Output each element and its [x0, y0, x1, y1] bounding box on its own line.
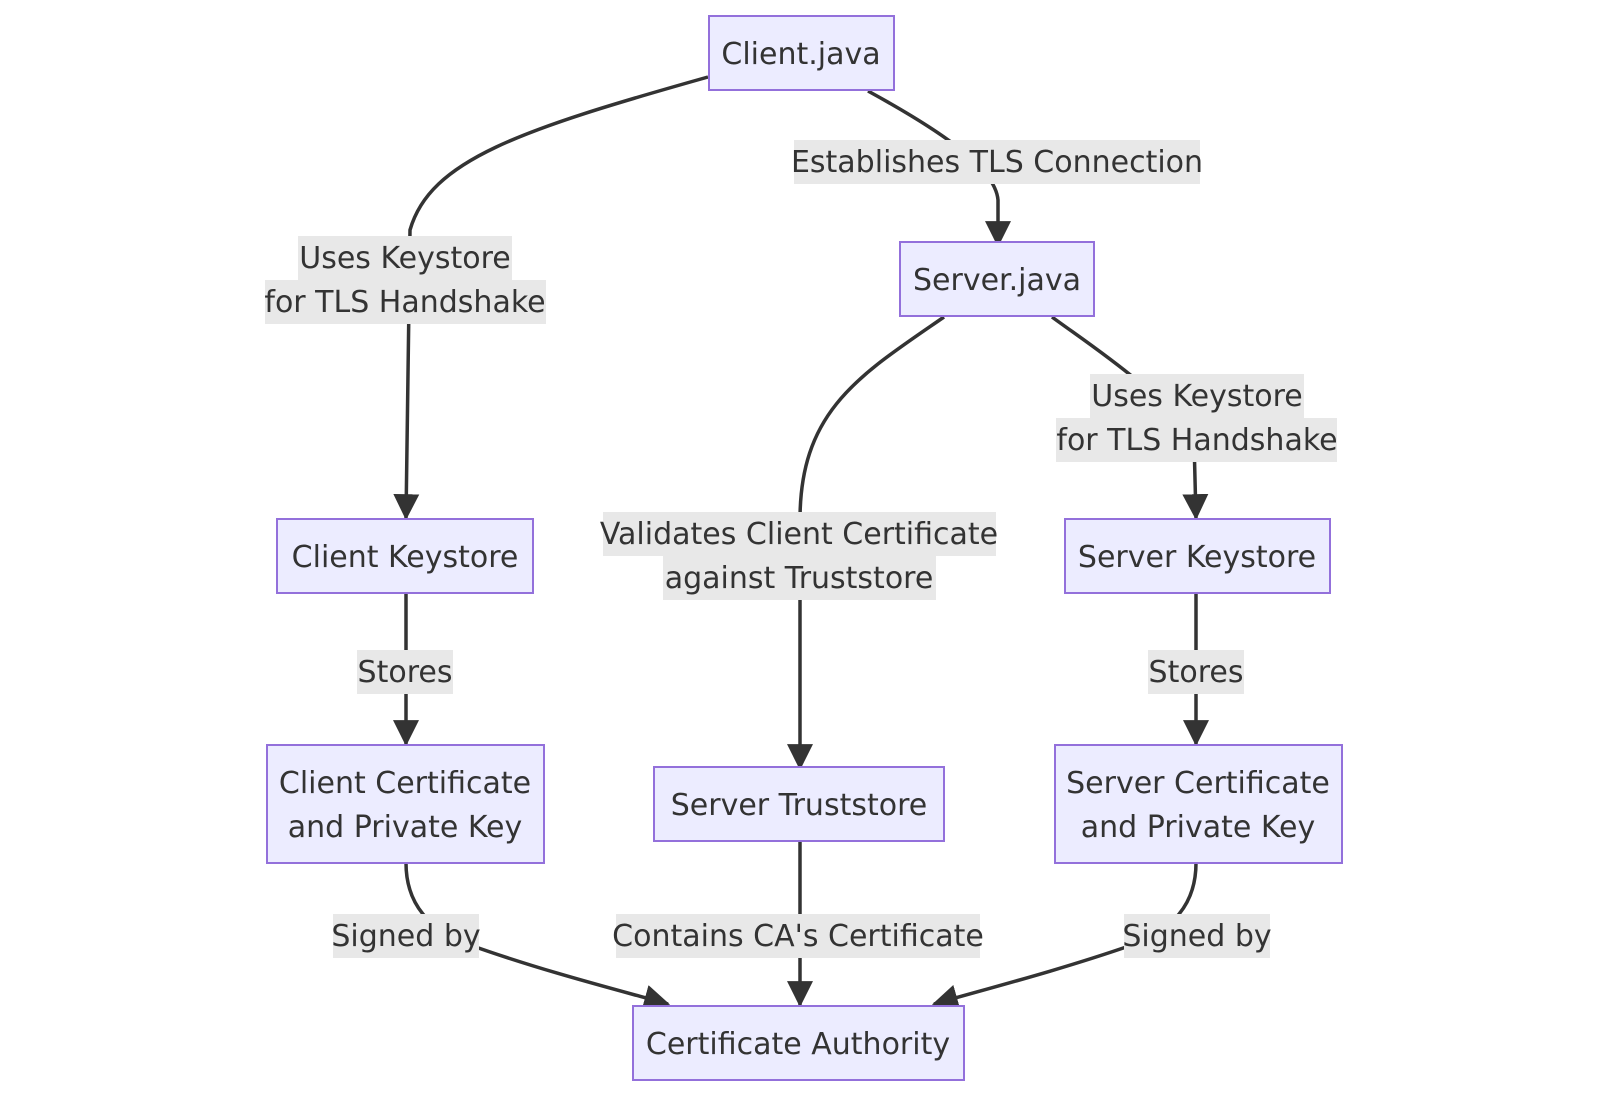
- label-client-signed-by: Signed by: [331, 914, 481, 958]
- label-server-uses-keystore: Uses Keystore for TLS Handshake: [1056, 374, 1338, 462]
- label-server-stores: Stores: [1148, 650, 1244, 694]
- svg-text:Client Certificate: Client Certificate: [279, 766, 531, 801]
- svg-text:Validates Client Certificate: Validates Client Certificate: [600, 517, 998, 552]
- label-client-uses-keystore: Uses Keystore for TLS Handshake: [264, 236, 546, 324]
- svg-text:against Truststore: against Truststore: [665, 561, 934, 596]
- label-server-signed-by: Signed by: [1122, 914, 1272, 958]
- node-client-java: Client.java: [708, 15, 895, 91]
- svg-text:Client Keystore: Client Keystore: [292, 540, 519, 575]
- node-server-keystore: Server Keystore: [1064, 518, 1331, 594]
- edge-server-cert-signed: [931, 862, 1198, 1010]
- node-server-truststore: Server Truststore: [653, 766, 945, 842]
- svg-text:and Private Key: and Private Key: [1081, 810, 1316, 845]
- svg-text:Uses Keystore: Uses Keystore: [1091, 379, 1302, 414]
- svg-text:for TLS Handshake: for TLS Handshake: [1056, 423, 1337, 458]
- svg-text:Server Truststore: Server Truststore: [671, 788, 927, 823]
- svg-text:Uses Keystore: Uses Keystore: [299, 241, 510, 276]
- svg-text:for TLS Handshake: for TLS Handshake: [264, 285, 545, 320]
- label-establishes-tls: Establishes TLS Connection: [791, 140, 1203, 184]
- svg-text:Contains CA's Certificate: Contains CA's Certificate: [612, 919, 984, 954]
- svg-text:Stores: Stores: [1149, 655, 1244, 690]
- svg-text:Signed by: Signed by: [1122, 919, 1271, 954]
- node-certificate-authority: Certificate Authority: [632, 1005, 965, 1081]
- edge-client-cert-signed: [404, 862, 671, 1011]
- svg-text:Certificate Authority: Certificate Authority: [646, 1027, 950, 1062]
- edge-client-to-keystore: [393, 75, 709, 521]
- label-client-stores: Stores: [357, 650, 453, 694]
- svg-text:Signed by: Signed by: [331, 919, 480, 954]
- label-truststore-contains: Contains CA's Certificate: [612, 914, 984, 958]
- svg-text:Establishes TLS Connection: Establishes TLS Connection: [791, 145, 1203, 180]
- node-client-keystore: Client Keystore: [276, 518, 534, 594]
- svg-text:Server.java: Server.java: [913, 263, 1081, 298]
- node-server-java: Server.java: [899, 241, 1095, 317]
- svg-text:Client.java: Client.java: [721, 37, 880, 72]
- svg-text:Server Certificate: Server Certificate: [1066, 766, 1330, 801]
- node-client-certificate: Client Certificate and Private Key: [266, 744, 545, 864]
- svg-text:Stores: Stores: [358, 655, 453, 690]
- svg-text:Server Keystore: Server Keystore: [1078, 540, 1316, 575]
- node-server-certificate: Server Certificate and Private Key: [1054, 744, 1343, 864]
- svg-text:and Private Key: and Private Key: [288, 810, 523, 845]
- edge-server-to-truststore: [787, 315, 945, 771]
- label-validates-client-cert: Validates Client Certificate against Tru…: [600, 512, 998, 600]
